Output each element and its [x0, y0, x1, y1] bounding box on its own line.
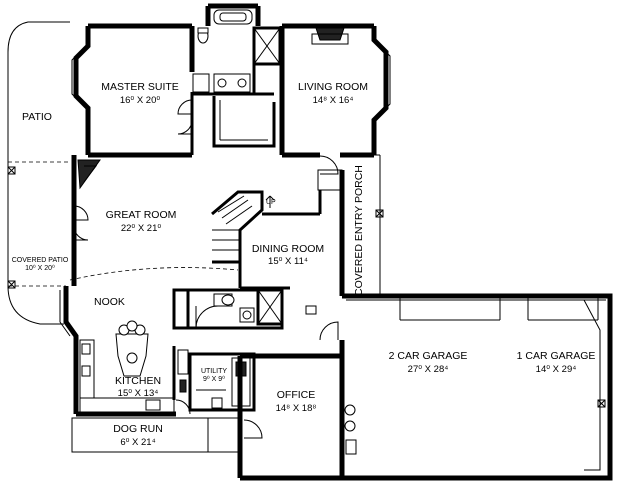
- living-room-walls: [279, 23, 391, 175]
- pantry: [256, 288, 284, 326]
- office-walls: [237, 340, 345, 481]
- garage-walls: [342, 293, 613, 481]
- master-suite-walls: [71, 23, 195, 158]
- kitchen-dims: 15⁰ X 13⁴: [118, 388, 159, 399]
- covered-entry-porch-name: COVERED ENTRY PORCH: [353, 165, 365, 296]
- covered-entry-porch-area: [317, 154, 384, 296]
- nook-walls: [59, 286, 79, 340]
- great-room-fireplace: [77, 159, 101, 190]
- kitchen-walls: [73, 320, 189, 417]
- master-suite-name: MASTER SUITE: [101, 81, 179, 93]
- office-name: OFFICE: [277, 389, 316, 401]
- great-room-dims: 22⁰ X 21⁰: [121, 223, 162, 234]
- utility-name: UTILITY: [201, 368, 227, 375]
- living-room-dims: 14⁸ X 16⁴: [313, 95, 354, 106]
- living-room-name: LIVING ROOM: [298, 81, 368, 93]
- dog-run-name: DOG RUN: [113, 423, 163, 435]
- utility-dims: 9⁰ X 9⁰: [203, 375, 225, 383]
- office-dims: 14⁸ X 18⁸: [276, 403, 317, 414]
- closet: [192, 73, 210, 93]
- stair-up-label: UP: [266, 199, 276, 206]
- great-room-name: GREAT ROOM: [106, 209, 177, 221]
- two-car-garage-name: 2 CAR GARAGE: [389, 350, 468, 362]
- kitchen-island: [115, 333, 149, 377]
- covered-patio-name: COVERED PATIO: [12, 257, 69, 264]
- powder-room: [172, 288, 339, 341]
- dining-room-name: DINING ROOM: [252, 243, 324, 255]
- dog-run-dims: 6⁰ X 21⁴: [120, 437, 155, 448]
- master-bath: [192, 3, 282, 148]
- one-car-garage-name: 1 CAR GARAGE: [517, 350, 596, 362]
- room-labels: MASTER SUITE 16⁰ X 20⁰ LIVING ROOM 14⁸ X…: [12, 81, 596, 448]
- great-room-walls: [69, 155, 275, 286]
- covered-patio-dims: 10⁰ X 20⁰: [25, 264, 55, 272]
- dining-room-dims: 15⁰ X 11⁴: [268, 256, 308, 267]
- one-car-garage-dims: 14⁰ X 29⁴: [536, 364, 577, 375]
- kitchen-name: KITCHEN: [115, 375, 161, 387]
- patio-name: PATIO: [22, 111, 52, 123]
- nook-name: NOOK: [94, 296, 125, 308]
- dining-room-walls: [238, 190, 322, 290]
- master-suite-dims: 16⁰ X 20⁰: [120, 95, 161, 106]
- vanity: [213, 73, 251, 93]
- two-car-garage-dims: 27⁰ X 28⁴: [408, 364, 449, 375]
- patio-area: [7, 21, 70, 325]
